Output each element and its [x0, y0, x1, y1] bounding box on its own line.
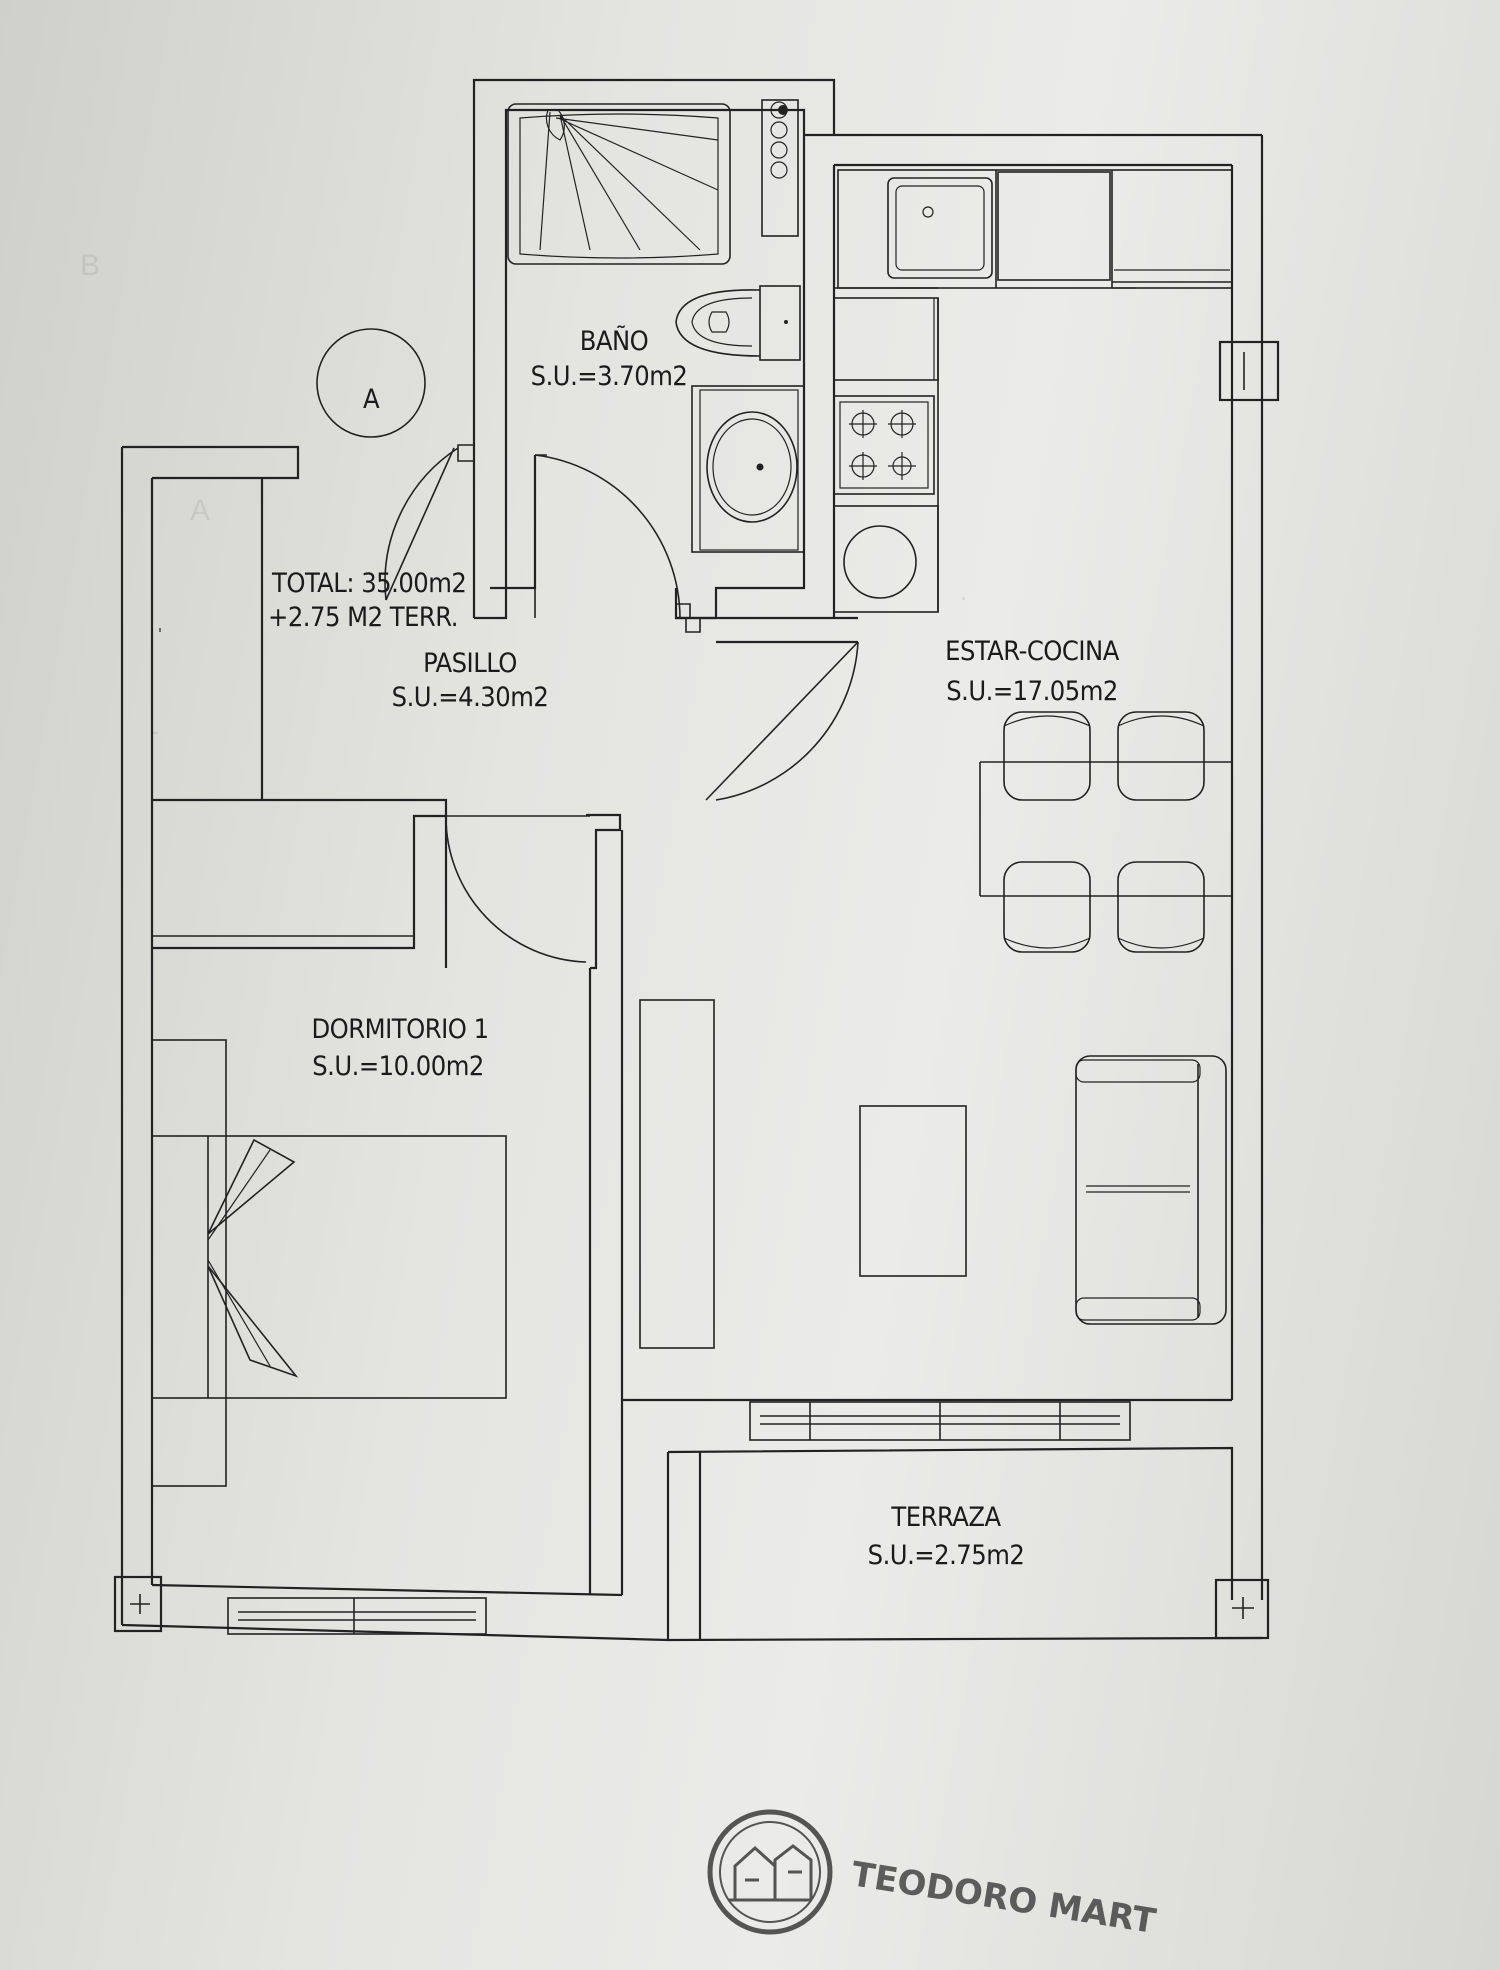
- chair: [1003, 861, 1091, 953]
- total-area-line-2: +2.75 M2 TERR.: [268, 602, 458, 633]
- chair: [1117, 711, 1205, 801]
- svg-text:-: -: [150, 716, 159, 746]
- room-name: BAÑO: [580, 325, 649, 357]
- rubber-stamp: TEODORO MART: [707, 1809, 1160, 1942]
- room-area: S.U.=17.05m2: [946, 676, 1118, 707]
- room-label-terraza: TERRAZA S.U.=2.75m2: [868, 1502, 1025, 1571]
- interior-walls: [152, 135, 1232, 1595]
- room-area: S.U.=2.75m2: [868, 1540, 1025, 1571]
- chair: [1117, 861, 1205, 953]
- living-furniture: [639, 711, 1232, 1349]
- room-label-bano: BAÑO S.U.=3.70m2: [531, 325, 688, 392]
- chair: [1003, 711, 1091, 801]
- room-label-dormitorio: DORMITORIO 1 S.U.=10.00m2: [311, 1014, 489, 1082]
- hob-burners: [849, 410, 916, 480]
- total-area: TOTAL: 35.00m2 +2.75 M2 TERR.: [268, 568, 467, 633]
- svg-text:B: B: [80, 249, 100, 282]
- plan-marker-letter: A: [363, 384, 380, 415]
- room-label-pasillo: PASILLO S.U.=4.30m2: [392, 648, 549, 713]
- windows: [227, 1401, 1131, 1635]
- room-name: PASILLO: [423, 648, 517, 679]
- bathroom-fixtures: [507, 99, 805, 553]
- stamp-text: TEODORO MART: [849, 1854, 1160, 1942]
- room-area: S.U.=3.70m2: [531, 361, 688, 392]
- bedroom-furniture: [151, 628, 507, 1487]
- kitchen-fixtures: [833, 169, 1233, 613]
- bleed-through-text: B A . -: [80, 249, 967, 746]
- outer-walls: [120, 78, 1264, 1642]
- room-name: ESTAR-COCINA: [945, 636, 1120, 667]
- room-name: DORMITORIO 1: [311, 1014, 488, 1045]
- plan-marker: A: [316, 328, 426, 438]
- svg-text:.: .: [960, 576, 967, 606]
- room-area: S.U.=10.00m2: [312, 1051, 484, 1082]
- room-name: TERRAZA: [890, 1502, 1001, 1533]
- doors: [384, 447, 859, 963]
- svg-text:A: A: [190, 494, 210, 527]
- room-label-estar-cocina: ESTAR-COCINA S.U.=17.05m2: [945, 636, 1120, 707]
- total-area-line-1: TOTAL: 35.00m2: [271, 568, 466, 599]
- corner-columns: [113, 340, 1280, 1640]
- room-area: S.U.=4.30m2: [392, 682, 549, 713]
